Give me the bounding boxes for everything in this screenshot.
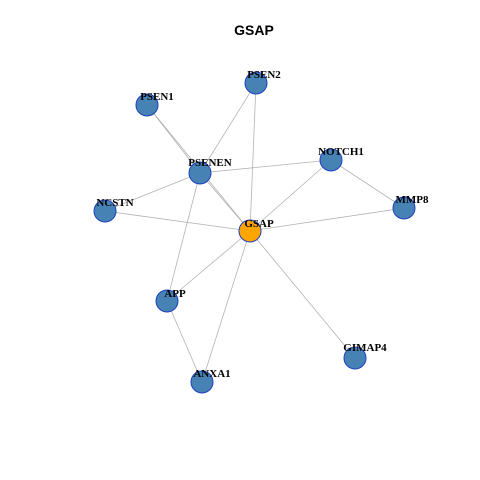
node-psen2[interactable]	[244, 71, 268, 95]
edges-layer	[104, 82, 405, 383]
edge-app-gsap	[166, 230, 251, 302]
node-label-mmp8: MMP8	[396, 194, 429, 206]
edge-psenen-ncstn	[104, 172, 201, 212]
node-mmp8[interactable]	[392, 196, 416, 220]
node-psen1[interactable]	[135, 93, 159, 117]
edge-psenen-gsap	[199, 172, 251, 232]
node-gimap4[interactable]	[343, 346, 367, 370]
edge-ncstn-gsap	[104, 210, 251, 232]
node-psenen[interactable]	[188, 161, 212, 185]
node-label-ncstn: NCSTN	[96, 197, 133, 209]
nodes-layer	[93, 71, 416, 394]
chart-title: GSAP	[234, 22, 274, 38]
node-gsap[interactable]	[238, 219, 262, 243]
node-label-app: APP	[164, 288, 186, 300]
edge-psen2-psenen	[199, 82, 257, 174]
edge-mmp8-gsap	[249, 207, 405, 232]
node-label-gsap: GSAP	[244, 218, 274, 230]
edge-notch1-mmp8	[330, 159, 405, 209]
node-label-notch1: NOTCH1	[318, 146, 364, 158]
edge-psenen-app	[166, 172, 201, 302]
node-label-psen1: PSEN1	[140, 91, 174, 103]
node-notch1[interactable]	[319, 148, 343, 172]
edge-psen2-gsap	[249, 82, 257, 232]
node-anxa1[interactable]	[190, 370, 214, 394]
node-label-psen2: PSEN2	[247, 69, 281, 81]
node-app[interactable]	[155, 289, 179, 313]
edge-app-anxa1	[166, 300, 203, 383]
edge-notch1-gsap	[249, 159, 332, 232]
edge-gsap-gimap4	[249, 230, 356, 359]
node-ncstn[interactable]	[93, 199, 117, 223]
edge-gsap-anxa1	[201, 230, 251, 383]
node-label-psenen: PSENEN	[188, 157, 231, 169]
node-label-gimap4: GIMAP4	[343, 342, 387, 354]
edge-psenen-notch1	[199, 159, 332, 174]
node-label-anxa1: ANXA1	[193, 368, 230, 380]
